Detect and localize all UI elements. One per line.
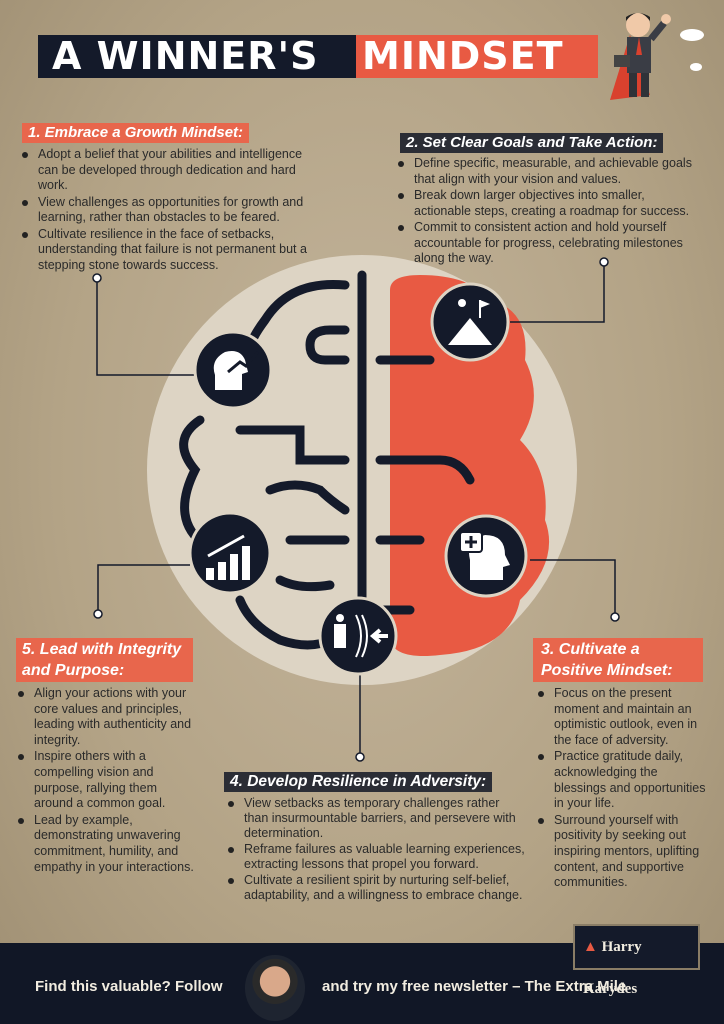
title-part-1: A WINNER'S: [38, 35, 356, 78]
logo-a-icon: ▲: [583, 939, 598, 955]
list-item: Reframe failures as valuable learning ex…: [226, 842, 526, 872]
list-item: Inspire others with a compelling vision …: [16, 749, 198, 811]
brand-logo[interactable]: ▲ Harry Karydes: [573, 924, 700, 997]
connector-lines: [92, 257, 620, 762]
list-item: Practice gratitude daily, acknowledging …: [536, 749, 706, 811]
section-5-heading: 5. Lead with Integrity and Purpose:: [16, 638, 193, 682]
section-2-heading: 2. Set Clear Goals and Take Action:: [400, 133, 664, 153]
list-item: Focus on the present moment and maintain…: [536, 686, 706, 748]
section-1-list: Adopt a belief that your abilities and i…: [20, 147, 320, 274]
positive-mind-icon: [444, 514, 528, 598]
list-item: View challenges as opportunities for gro…: [20, 195, 320, 226]
bar-chart-growth-icon: [188, 511, 272, 595]
section-3-heading: 3. Cultivate a Positive Mindset:: [533, 638, 703, 682]
list-item: Adopt a belief that your abilities and i…: [20, 147, 320, 194]
list-item: Define specific, measurable, and achieva…: [396, 156, 696, 187]
list-item: View setbacks as temporary challenges ra…: [226, 796, 526, 841]
list-item: Lead by example, demonstrating unwaverin…: [16, 813, 198, 875]
brain-circuit-lines: [179, 270, 475, 665]
logo-text: Harry Karydes: [583, 939, 642, 997]
section-5-list: Align your actions with your core values…: [16, 686, 198, 876]
superhero-businessman-icon: [610, 13, 704, 100]
section-4-list: View setbacks as temporary challenges ra…: [226, 796, 526, 904]
list-item: Cultivate resilience in the face of setb…: [20, 227, 320, 274]
summit-flag-icon: [430, 282, 510, 362]
section-2-list: Define specific, measurable, and achieva…: [396, 156, 696, 268]
list-item: Align your actions with your core values…: [16, 686, 198, 748]
title-part-2: MINDSET: [356, 35, 598, 78]
list-item: Surround yourself with positivity by see…: [536, 813, 706, 891]
section-4-heading: 4. Develop Resilience in Adversity:: [224, 772, 493, 792]
author-avatar[interactable]: [245, 955, 305, 1021]
footer-newsletter-text[interactable]: and try my free newsletter – The Extra M…: [322, 978, 627, 995]
footer-follow-text: Find this valuable? Follow: [35, 978, 223, 995]
list-item: Cultivate a resilient spirit by nurturin…: [226, 873, 526, 903]
list-item: Commit to consistent action and hold you…: [396, 220, 696, 267]
resilience-shield-icon: [318, 596, 398, 676]
list-item: Break down larger objectives into smalle…: [396, 188, 696, 219]
brain-diagram: [92, 255, 620, 762]
section-1-heading: 1. Embrace a Growth Mindset:: [22, 123, 250, 143]
growth-mind-icon: [193, 330, 273, 410]
section-3-list: Focus on the present moment and maintain…: [536, 686, 706, 892]
